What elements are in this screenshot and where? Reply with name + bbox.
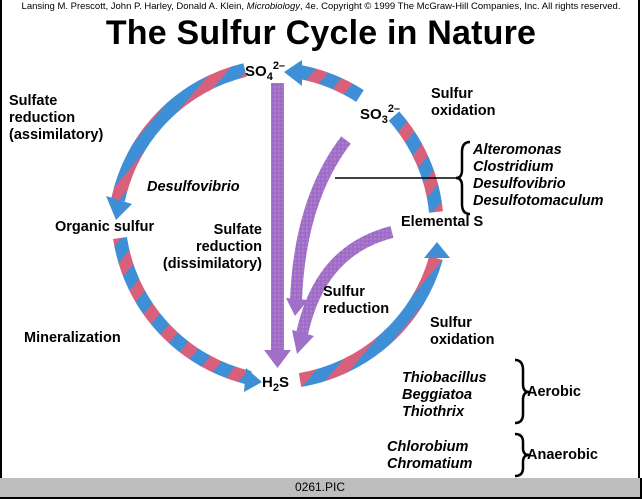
compound-h2s: H2S [262, 374, 289, 394]
compound-sulfite: SO32– [360, 103, 401, 126]
arrow-assimilatory [111, 63, 247, 202]
organism-item: Thiobacillus [402, 370, 487, 386]
status-bar: 0261.PIC [0, 478, 642, 499]
label-line: oxidation [430, 332, 495, 348]
arrow-mineralization [113, 236, 252, 385]
label-assimilatory: Sulfate reduction (assimilatory) [9, 93, 103, 144]
label-line: reduction [195, 239, 262, 255]
label-line: Sulfur [430, 315, 472, 331]
arrowhead-mineralization [244, 368, 262, 392]
organism-item: Chlorobium [387, 439, 469, 455]
organism-item: Chromatium [387, 456, 473, 472]
status-filename: 0261.PIC [294, 480, 346, 494]
arrowhead-dissimilatory [264, 350, 291, 368]
arrowhead-sulfur-reduction [292, 330, 314, 354]
arrowhead-oxidation-bottom [424, 242, 450, 258]
copyright-line: Lansing M. Prescott, John P. Harley, Don… [21, 1, 621, 12]
page-title: The Sulfur Cycle in Nature [105, 14, 537, 52]
label-line: Sulfate [213, 222, 262, 238]
arrow-sulfur-reduction [296, 226, 394, 336]
organism-item: Thiothrix [402, 404, 465, 420]
organism-item: Beggiatoa [402, 387, 473, 403]
label-aerobic: Aerobic [527, 384, 581, 400]
organism-item: Desulfovibrio [473, 176, 566, 192]
label-line: Sulfate [9, 93, 58, 109]
label-dissimilatory: Sulfate reduction (dissimilatory) [140, 222, 262, 273]
arrowhead-oxidation-top [284, 60, 302, 86]
label-line: Sulfur [323, 284, 365, 300]
brace-aerobic [514, 358, 530, 425]
label-line: (dissimilatory) [162, 256, 262, 272]
label-desulfovibrio: Desulfovibrio [147, 179, 240, 195]
arrowhead-sulfite-reduction [286, 298, 308, 316]
label-line: reduction [9, 110, 76, 126]
compound-organic-sulfur: Organic sulfur [55, 219, 155, 235]
organism-item: Alteromonas [473, 142, 562, 158]
list-anaerobic: Chlorobium Chromatium [387, 439, 472, 473]
label-sulfur-reduction: Sulfur reduction [323, 284, 389, 318]
brace-anaerobic [514, 432, 530, 478]
arrow-dissimilatory-shaft [271, 83, 284, 351]
compound-sulfate: SO42– [245, 60, 286, 83]
label-line: (assimilatory) [9, 127, 104, 143]
organism-item: Desulfotomaculum [473, 193, 604, 209]
organism-item: Clostridium [473, 159, 554, 175]
arrow-oxidation-bottom [298, 256, 443, 387]
label-line: oxidation [431, 103, 496, 119]
label-anaerobic: Anaerobic [527, 447, 598, 463]
arrow-oxidation-right [388, 111, 443, 213]
arrow-sulfite-reduction [290, 136, 351, 301]
compound-elemental-s: Elemental S [401, 214, 484, 230]
label-line: Sulfur [431, 86, 473, 102]
brace-reducers [455, 140, 471, 216]
label-oxidation-top: Sulfur oxidation [431, 86, 495, 120]
label-line: reduction [323, 301, 390, 317]
arrowhead-assimilatory [106, 196, 132, 220]
list-reducers: Alteromonas Clostridium Desulfovibrio De… [473, 142, 604, 210]
list-aerobic: Thiobacillus Beggiatoa Thiothrix [402, 370, 487, 421]
label-oxidation-bottom: Sulfur oxidation [430, 315, 494, 349]
arrow-oxidation-top [298, 65, 364, 102]
label-mineralization: Mineralization [24, 330, 121, 346]
